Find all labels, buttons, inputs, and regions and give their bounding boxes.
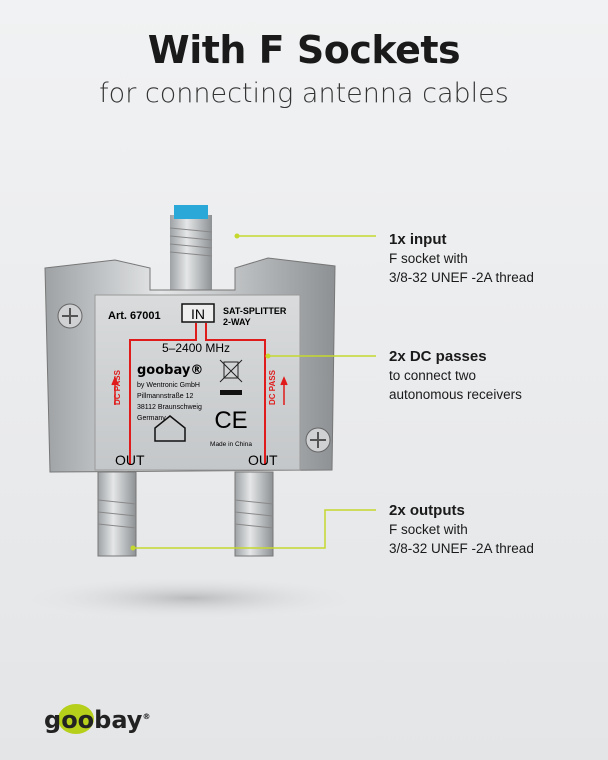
house-icon: [154, 415, 186, 442]
callout-input: 1x input F socket with 3/8-32 UNEF -2A t…: [389, 230, 534, 287]
label-brand: goobay®: [137, 363, 203, 378]
label-address-3: 38112 Braunschweig: [137, 404, 202, 411]
callout-outputs-title: 2x outputs: [389, 502, 465, 519]
goobay-logo: goobay®: [44, 704, 151, 734]
label-dc-pass-left: DC PASS: [113, 369, 122, 405]
label-dc-pass-right: DC PASS: [268, 369, 277, 405]
label-in: IN: [191, 306, 205, 322]
callout-dc-title: 2x DC passes: [389, 348, 487, 365]
page-subtitle: for connecting antenna cables: [99, 78, 509, 109]
label-out-right: OUT: [248, 452, 278, 468]
label-made-in: Made in China: [210, 441, 252, 448]
callout-outputs-line: F socket with: [389, 522, 468, 537]
label-address-1: by Wentronic GmbH: [137, 382, 200, 389]
callout-input-line: F socket with: [389, 251, 468, 266]
callout-outputs: 2x outputs F socket with 3/8-32 UNEF -2A…: [389, 501, 534, 558]
callout-dc-line: to connect two: [389, 368, 477, 383]
label-model-1: SAT-SPLITTER: [223, 306, 287, 316]
page-title: With F Sockets: [147, 28, 461, 72]
ce-mark: CE: [214, 407, 247, 434]
label-address-4: Germany: [137, 415, 166, 422]
callout-input-title: 1x input: [389, 231, 447, 248]
label-art: Art. 67001: [108, 310, 161, 322]
callout-input-line: 3/8-32 UNEF -2A thread: [389, 270, 534, 285]
label-frequency: 5–2400 MHz: [162, 341, 230, 355]
callout-dc-line: autonomous receivers: [389, 387, 522, 402]
label-model-2: 2-WAY: [223, 317, 251, 327]
label-out-left: OUT: [115, 452, 145, 468]
callout-dc-pass: 2x DC passes to connect two autonomous r…: [389, 347, 522, 404]
label-address-2: Pillmannstraße 12: [137, 393, 194, 400]
weee-bin-icon: [219, 359, 243, 383]
callout-outputs-line: 3/8-32 UNEF -2A thread: [389, 541, 534, 556]
